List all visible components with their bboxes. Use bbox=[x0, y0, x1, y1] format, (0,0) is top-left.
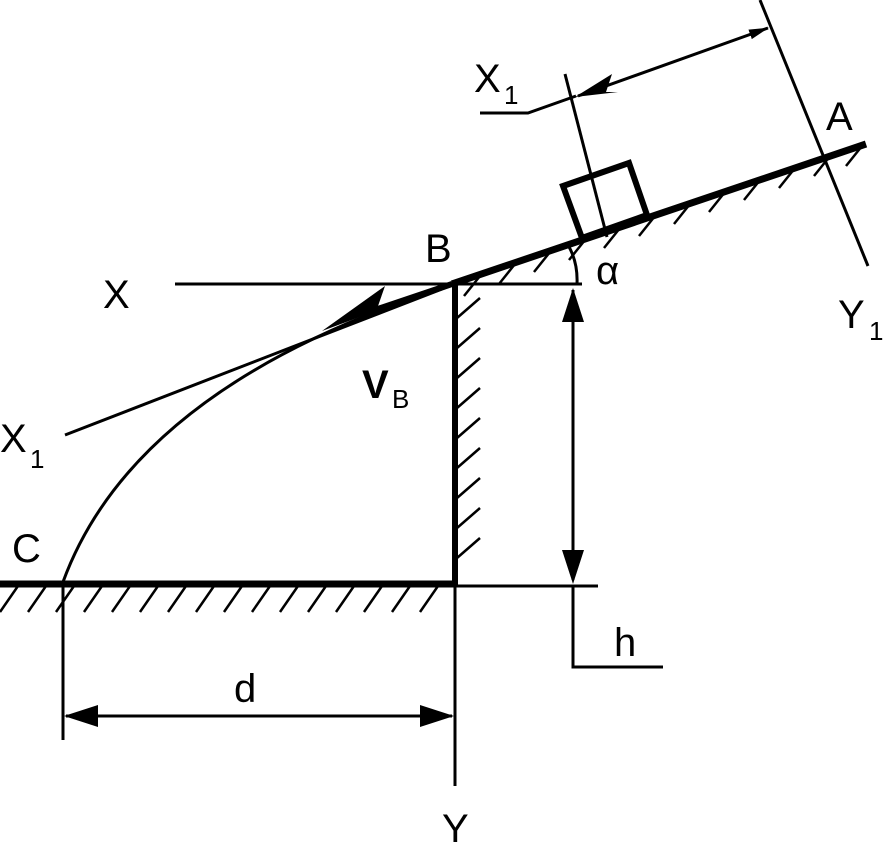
label-h: h bbox=[614, 621, 636, 665]
label-a: A bbox=[826, 95, 853, 139]
d-arrow-left bbox=[64, 705, 98, 727]
label-vb-sub: B bbox=[392, 384, 409, 414]
trajectory-curve bbox=[61, 283, 453, 583]
wall-hatching bbox=[456, 297, 481, 559]
d-arrow-right bbox=[420, 705, 454, 727]
x1-axis-line bbox=[64, 282, 456, 437]
top-arrow-head-left bbox=[575, 74, 618, 97]
h-leader bbox=[571, 586, 663, 669]
velocity-arrow-shaft bbox=[359, 281, 453, 318]
label-x1-top-sub: 1 bbox=[504, 80, 518, 110]
y1-axis-line bbox=[758, 0, 870, 267]
x1-top-leader bbox=[480, 94, 577, 115]
alpha-arc bbox=[566, 244, 579, 285]
label-x1-main-sub: 1 bbox=[30, 444, 44, 474]
block bbox=[559, 159, 651, 242]
label-d: d bbox=[234, 667, 256, 711]
label-x1-main: X bbox=[0, 417, 27, 461]
h-arrow-bottom bbox=[562, 550, 584, 584]
incline-surface bbox=[450, 140, 868, 288]
block-perpendicular-line bbox=[563, 73, 609, 238]
label-y1-sub: 1 bbox=[869, 316, 883, 346]
label-alpha: α bbox=[596, 249, 619, 293]
h-arrow-top bbox=[562, 288, 584, 322]
label-x1-top: X bbox=[474, 57, 501, 101]
label-y: Y bbox=[442, 807, 469, 846]
label-b: B bbox=[425, 227, 452, 271]
label-c: C bbox=[12, 527, 41, 571]
label-y1: Y bbox=[838, 293, 865, 337]
label-vb: V bbox=[362, 363, 389, 407]
top-dimension-arrow bbox=[577, 26, 769, 98]
velocity-arrow bbox=[322, 286, 400, 331]
ground-hatching bbox=[0, 585, 440, 613]
label-x: X bbox=[103, 273, 130, 317]
